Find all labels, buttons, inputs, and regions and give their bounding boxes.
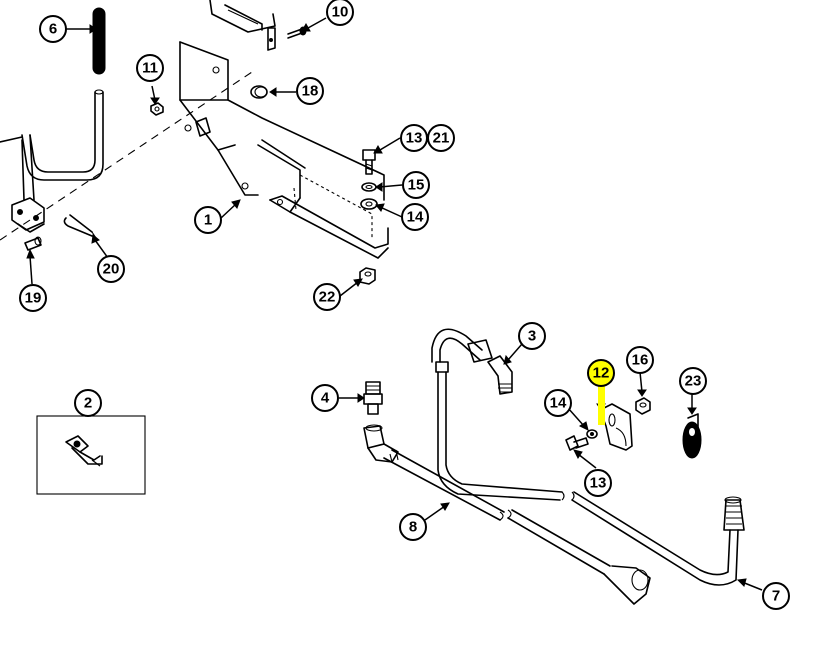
callout-label: 19 xyxy=(25,290,42,307)
callout-label: 11 xyxy=(142,60,158,77)
callout-label: 16 xyxy=(632,352,649,369)
straight-fitting xyxy=(363,381,383,415)
hose-8 xyxy=(363,424,651,605)
callout-label: 14 xyxy=(550,395,567,412)
callout-label: 4 xyxy=(321,390,330,407)
handle-grip xyxy=(92,7,106,75)
callout-label: 14 xyxy=(407,209,424,226)
grommet xyxy=(250,85,268,99)
callout-7[interactable]: 7 xyxy=(762,582,790,610)
flat-washer xyxy=(360,198,378,210)
callout-label: 12 xyxy=(593,365,610,382)
callout-label: 21 xyxy=(433,130,450,147)
callout-18[interactable]: 18 xyxy=(296,77,324,105)
callout-label: 7 xyxy=(772,588,780,605)
hose-7 xyxy=(431,328,745,586)
callout-label: 2 xyxy=(84,395,92,412)
callout-2[interactable]: 2 xyxy=(74,389,102,417)
clip-nut xyxy=(635,397,651,415)
callout-23[interactable]: 23 xyxy=(679,367,707,395)
latch-bracket xyxy=(209,0,276,51)
cotter-pin xyxy=(63,214,97,239)
callout-21[interactable]: 22 xyxy=(313,283,341,311)
callout-14-top[interactable]: 14 xyxy=(401,203,429,231)
callout-label: 6 xyxy=(49,21,57,38)
clip-washer xyxy=(586,429,598,439)
callout-16[interactable]: 16 xyxy=(626,346,654,374)
callout-label: 3 xyxy=(528,328,536,345)
callout-19[interactable]: 19 xyxy=(19,284,47,312)
bolt xyxy=(362,149,376,175)
callout-label: 15 xyxy=(408,177,425,194)
callout-11[interactable]: 11 xyxy=(136,54,164,82)
callout-label: 22 xyxy=(319,289,336,306)
callout-label: 13 xyxy=(406,130,423,147)
callout-13-bottom[interactable]: 13 xyxy=(584,469,612,497)
callout-label: 18 xyxy=(302,83,319,100)
hex-nut xyxy=(359,267,376,285)
callout-8[interactable]: 8 xyxy=(399,513,427,541)
callout-22[interactable]: 21 xyxy=(427,124,455,152)
lock-washer xyxy=(361,182,377,192)
callout-12[interactable]: 12 xyxy=(587,359,615,387)
callout-14-bottom[interactable]: 14 xyxy=(544,389,572,417)
detail-box xyxy=(36,415,146,495)
callout-4[interactable]: 4 xyxy=(311,384,339,412)
mounting-bracket xyxy=(179,41,389,259)
callout-6[interactable]: 6 xyxy=(39,15,67,43)
callout-label: 13 xyxy=(590,475,607,492)
callout-label: 8 xyxy=(409,519,417,536)
clip xyxy=(599,403,633,451)
callout-label: 20 xyxy=(103,261,120,278)
callout-1[interactable]: 1 xyxy=(194,206,222,234)
callout-15[interactable]: 15 xyxy=(402,171,430,199)
clip-bolt xyxy=(565,435,589,451)
nut xyxy=(150,102,164,116)
callout-3[interactable]: 3 xyxy=(518,322,546,350)
alignment-line xyxy=(0,69,256,241)
elbow-fitting xyxy=(487,355,513,395)
shift-lever-rod xyxy=(0,89,104,233)
callout-label: 1 xyxy=(204,212,212,229)
callout-label: 23 xyxy=(685,373,702,390)
callout-label: 10 xyxy=(332,4,349,21)
pin xyxy=(24,236,42,251)
highlight-marker xyxy=(598,385,605,425)
callout-20[interactable]: 20 xyxy=(97,255,125,283)
leader-lines xyxy=(26,17,763,591)
callout-13-top[interactable]: 13 xyxy=(400,124,428,152)
callout-10[interactable]: 10 xyxy=(326,0,354,26)
cushioned-clip xyxy=(682,413,702,459)
